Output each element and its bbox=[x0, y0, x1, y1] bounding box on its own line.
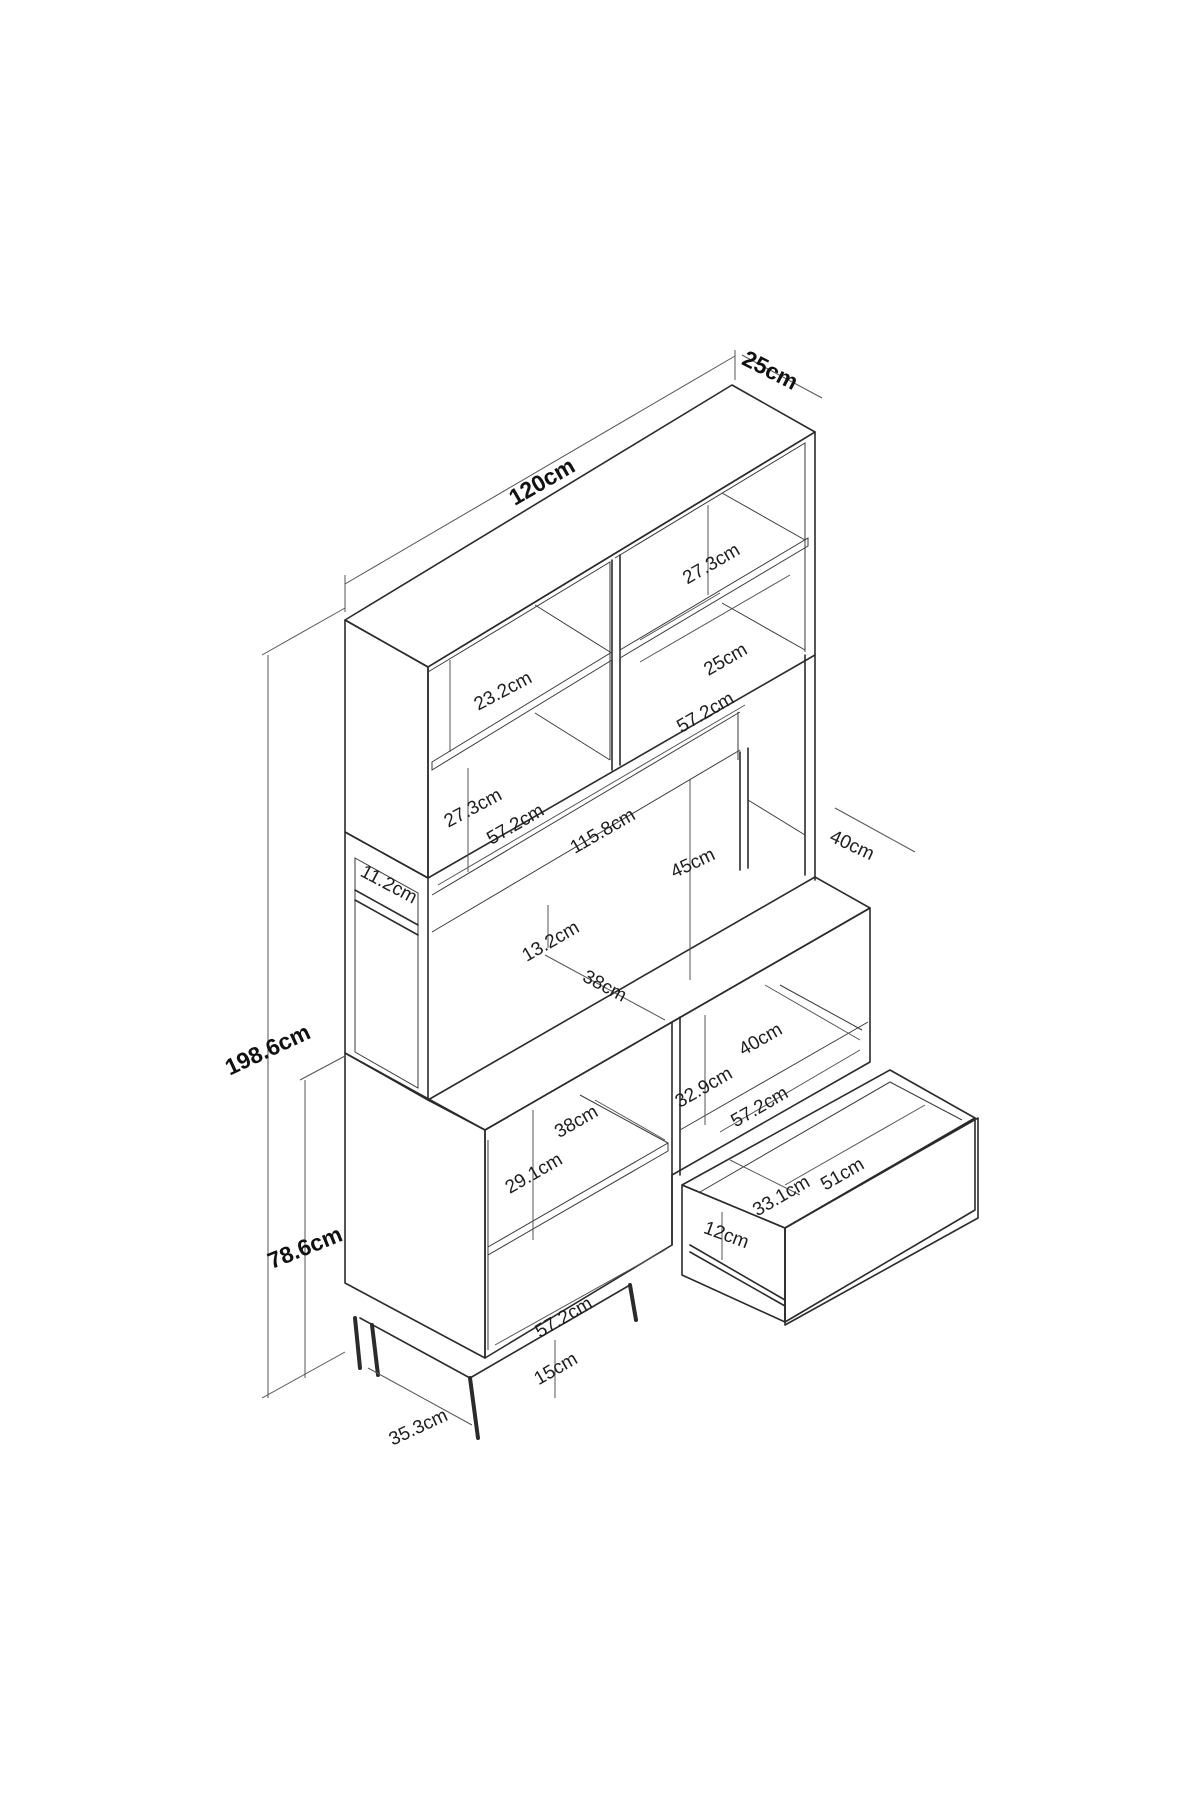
base-cabinet bbox=[344, 907, 871, 1359]
label-right-cabinet-depth: 40cm bbox=[735, 1019, 786, 1060]
label-top-left-shelf-height: 23.2cm bbox=[471, 668, 536, 716]
label-left-cabinet-height: 29.1cm bbox=[502, 1149, 566, 1198]
top-hutch bbox=[344, 384, 816, 879]
label-height-total: 198.6cm bbox=[221, 1018, 314, 1080]
label-top-right-width: 57.2cm bbox=[673, 688, 737, 737]
label-back-gap-height: 13.2cm bbox=[519, 917, 583, 966]
label-drawer-inner-width: 33.1cm bbox=[749, 1172, 813, 1221]
label-depth-top: 25cm bbox=[738, 345, 802, 395]
label-left-cabinet-width: 57.2cm bbox=[532, 1293, 596, 1342]
label-leg-height: 15cm bbox=[531, 1348, 582, 1389]
label-middle-height: 45cm bbox=[668, 844, 719, 883]
drawer bbox=[681, 1069, 979, 1326]
label-width-total: 120cm bbox=[504, 452, 579, 510]
label-drawer-depth: 51cm bbox=[817, 1154, 868, 1195]
label-drawer-height: 12cm bbox=[701, 1218, 752, 1254]
label-top-right-depth: 25cm bbox=[700, 639, 751, 680]
label-hutch-inner-width: 115.8cm bbox=[567, 805, 639, 859]
label-leg-depth: 35.3cm bbox=[386, 1405, 451, 1450]
label-side-depth: 40cm bbox=[826, 826, 877, 865]
label-counter-depth: 38cm bbox=[579, 966, 630, 1006]
dimension-lines bbox=[261, 350, 926, 1426]
label-left-cabinet-depth: 38cm bbox=[551, 1101, 602, 1142]
legs bbox=[353, 1283, 638, 1440]
label-right-cabinet-height: 32.9cm bbox=[672, 1063, 736, 1112]
